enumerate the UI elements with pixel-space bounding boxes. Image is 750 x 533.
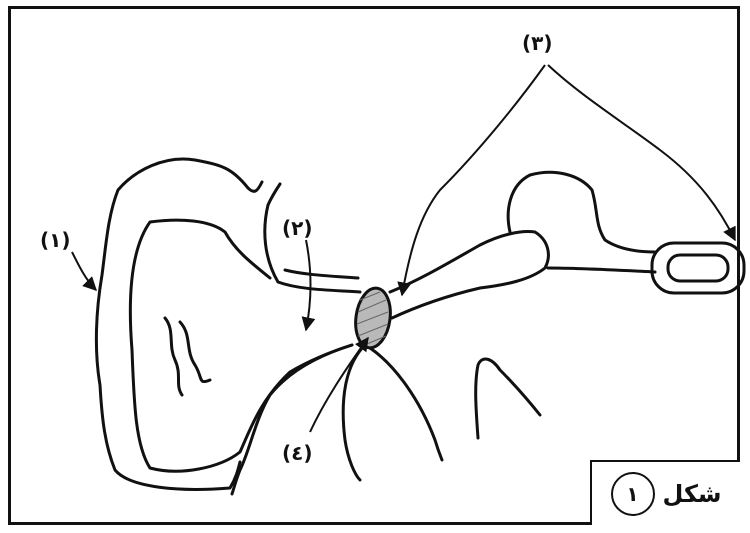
wavy-line-2 [180, 322, 210, 382]
capsule-inner [668, 255, 728, 281]
arrow-1 [72, 252, 96, 290]
lower-curve-2 [370, 348, 442, 460]
label-2: (٢) [282, 216, 313, 240]
upper-tube-inner [285, 270, 358, 278]
outer-outline-top [248, 182, 280, 205]
label-3: (٣) [522, 31, 553, 55]
right-connector [548, 268, 655, 272]
wavy-line-1 [165, 318, 182, 395]
outer-outline [96, 159, 248, 489]
hook-shape [476, 359, 540, 438]
lower-tube [232, 345, 352, 494]
right-loop [508, 172, 655, 252]
caption-word: شكل [663, 480, 722, 508]
capsule-outer [652, 243, 744, 293]
figure-caption: شكل ١ [590, 460, 740, 525]
label-4: (٤) [282, 441, 313, 465]
inner-outline [130, 220, 352, 471]
lower-curve-1 [343, 345, 365, 480]
label-1: (١) [40, 228, 71, 252]
caption-number: ١ [611, 472, 655, 516]
arrow-2 [306, 240, 311, 330]
arrow-3-right [548, 65, 735, 240]
